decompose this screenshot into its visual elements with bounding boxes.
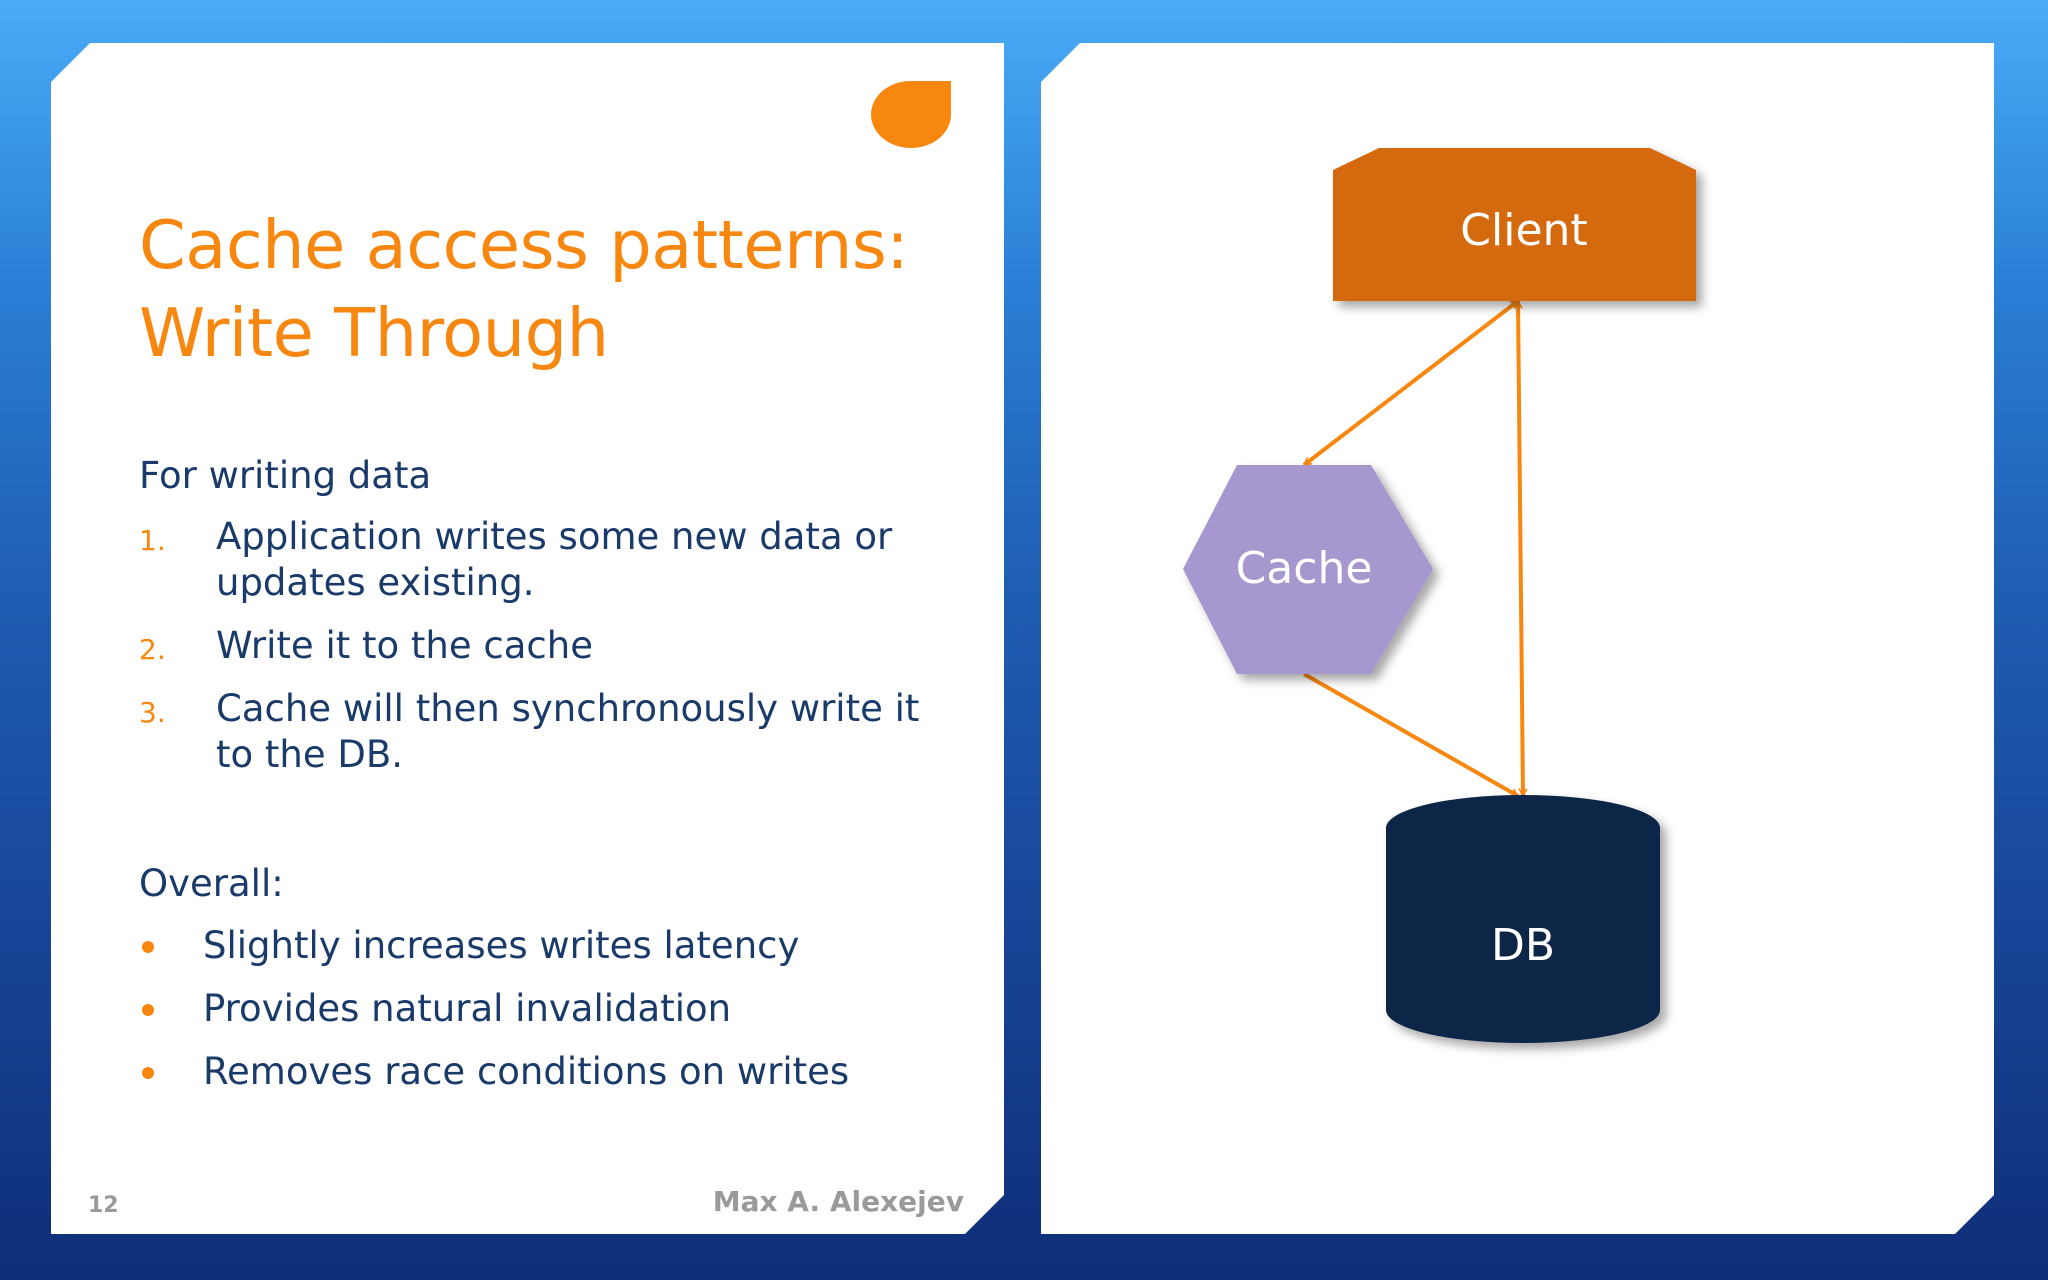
node-cache: Cache: [1183, 465, 1433, 674]
steps-list: 1. Application writes some new data or u…: [139, 514, 959, 795]
node-db: DB: [1386, 795, 1660, 1043]
list-item-text: Write it to the cache: [216, 624, 593, 667]
list-item: Slightly increases writes latency: [139, 923, 959, 969]
node-client: Client: [1333, 148, 1696, 301]
client-shape: [1333, 148, 1696, 301]
cache-shape: [1183, 465, 1433, 674]
slide-title-line-2: Write Through: [139, 294, 609, 372]
list-item: 3. Cache will then synchronously write i…: [139, 686, 959, 778]
section-heading-writing: For writing data: [139, 454, 432, 497]
list-item-text: Provides natural invalidation: [203, 987, 732, 1030]
diagram-edges: [1304, 301, 1523, 796]
bullet-icon: [142, 1004, 154, 1016]
slide-title: Cache access patterns: Write Through: [139, 201, 939, 377]
edge-cache-db: [1304, 674, 1518, 796]
logo-drop-icon: [871, 81, 951, 148]
slide-diagram-panel: Client Cache DB: [1041, 43, 1994, 1234]
points-list: Slightly increases writes latency Provid…: [139, 923, 959, 1112]
list-item: 2. Write it to the cache: [139, 623, 959, 669]
db-label: DB: [1491, 920, 1555, 971]
edge-client-cache: [1304, 301, 1518, 465]
list-item-text: Cache will then synchronously write it t…: [216, 687, 920, 776]
section-heading-overall: Overall:: [139, 862, 284, 905]
client-label: Client: [1460, 205, 1587, 256]
edge-db-client: [1518, 301, 1523, 796]
list-number: 2.: [139, 633, 166, 666]
list-item-text: Removes race conditions on writes: [203, 1050, 850, 1093]
slide-title-line-1: Cache access patterns:: [139, 206, 909, 284]
architecture-diagram: Client Cache DB: [1041, 43, 1994, 1234]
list-item-text: Application writes some new data or upda…: [216, 515, 893, 604]
list-number: 3.: [139, 696, 166, 729]
author-name: Max A. Alexejev: [712, 1185, 964, 1218]
cache-label: Cache: [1236, 543, 1373, 594]
list-item: 1. Application writes some new data or u…: [139, 514, 959, 606]
page-number: 12: [88, 1193, 119, 1218]
list-item: Provides natural invalidation: [139, 986, 959, 1032]
db-shape: [1386, 795, 1660, 1043]
list-item: Removes race conditions on writes: [139, 1049, 959, 1095]
slide-text-panel: Cache access patterns: Write Through For…: [51, 43, 1004, 1234]
bullet-icon: [142, 941, 154, 953]
list-number: 1.: [139, 524, 166, 557]
list-item-text: Slightly increases writes latency: [203, 924, 800, 967]
bullet-icon: [142, 1067, 154, 1079]
